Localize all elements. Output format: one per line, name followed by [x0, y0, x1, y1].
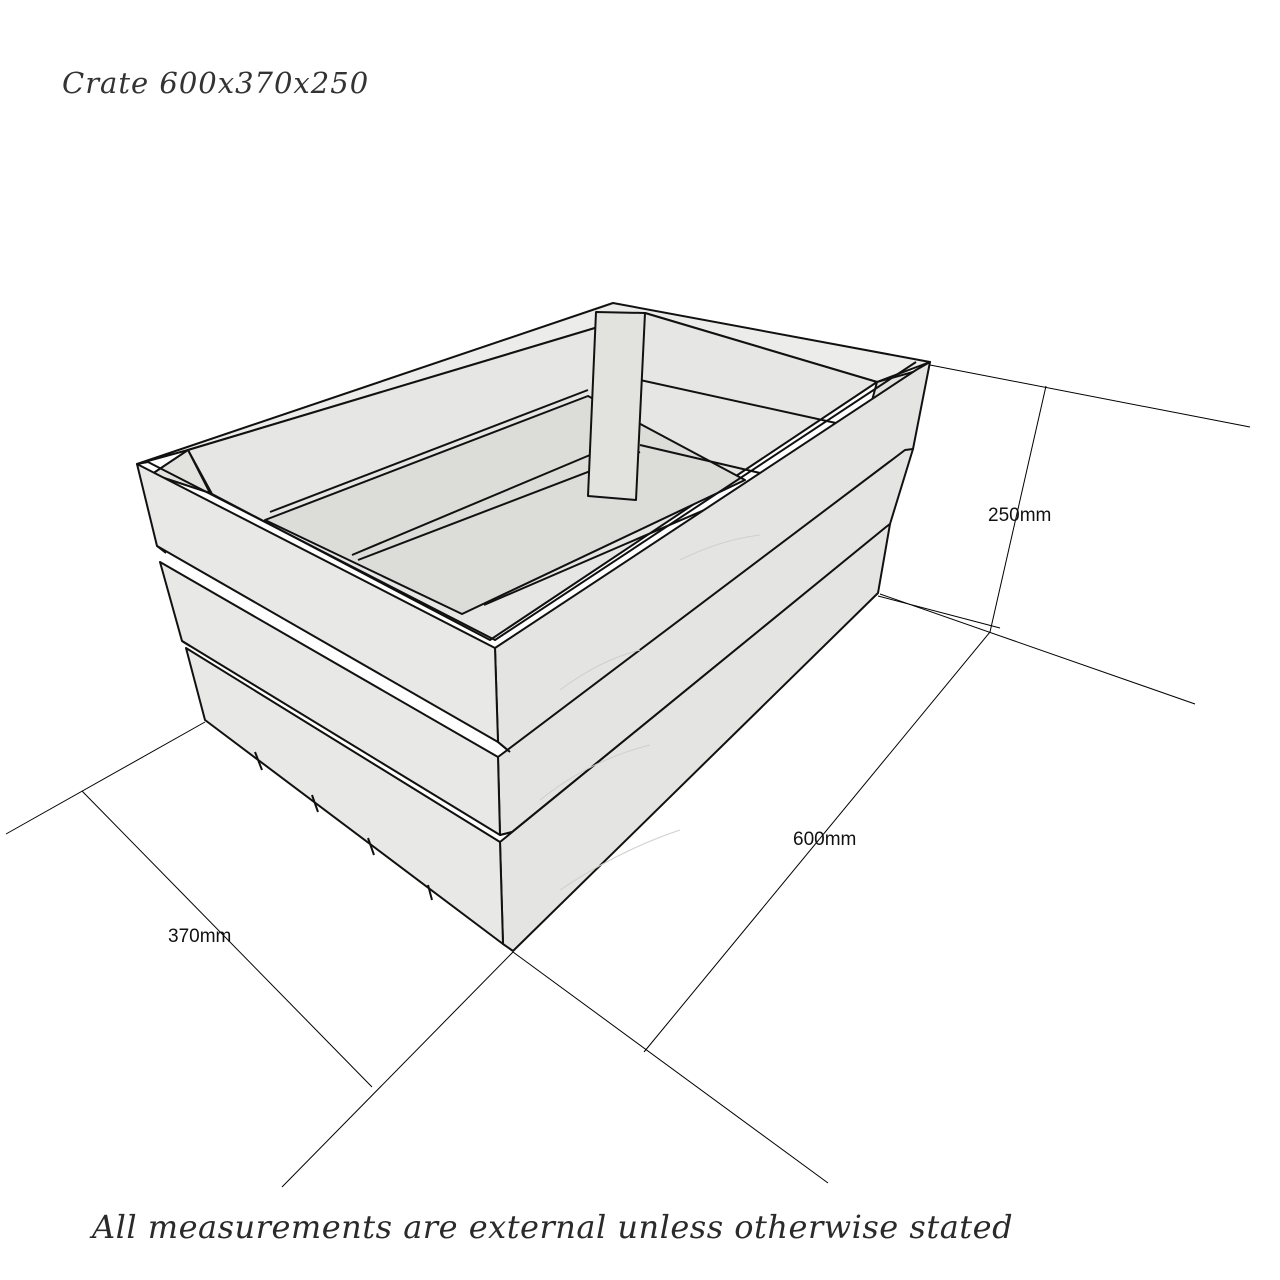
crate-interior: [136, 302, 931, 641]
height-dimension-label: 250mm: [988, 505, 1052, 526]
guide-length-front: [512, 951, 829, 1184]
runner-line: [427, 884, 433, 901]
interior-corner-block: [151, 449, 211, 494]
guide-width-measure: [81, 790, 373, 1088]
runner-line: [367, 837, 375, 856]
board-edge: [497, 741, 511, 753]
diagram-title: Crate 600x370x250: [62, 66, 370, 100]
guide-length-back: [877, 595, 1001, 629]
runner-line: [311, 794, 319, 813]
grain-line: [559, 649, 641, 691]
guide-height-measure: [989, 385, 1047, 633]
length-dimension-label: 600mm: [793, 829, 857, 850]
grain-line: [679, 534, 761, 561]
runner-line: [254, 751, 263, 771]
side-board-bottom: [185, 647, 504, 945]
wood-grain: [539, 534, 761, 891]
measurement-footnote: All measurements are external unless oth…: [92, 1208, 1014, 1246]
guide-height-bottom: [879, 593, 1196, 705]
guide-length-measure: [643, 631, 991, 1053]
dimension-guides: [5, 364, 1251, 1188]
grain-line: [559, 829, 681, 891]
board-gap: [181, 640, 191, 647]
board-edge: [499, 831, 513, 836]
rim-edge: [136, 361, 917, 641]
interior-slat-line: [351, 454, 591, 556]
interior-slat-line: [269, 389, 589, 513]
grain-line: [539, 744, 651, 801]
guide-width-left: [5, 721, 206, 835]
board-gap: [156, 545, 167, 554]
guide-height-top: [929, 364, 1251, 428]
interior-corner-post: [587, 311, 646, 501]
interior-slat-line: [639, 379, 846, 426]
guide-width-right: [281, 951, 514, 1188]
crate-exterior: [136, 361, 931, 952]
width-dimension-label: 370mm: [168, 926, 232, 947]
